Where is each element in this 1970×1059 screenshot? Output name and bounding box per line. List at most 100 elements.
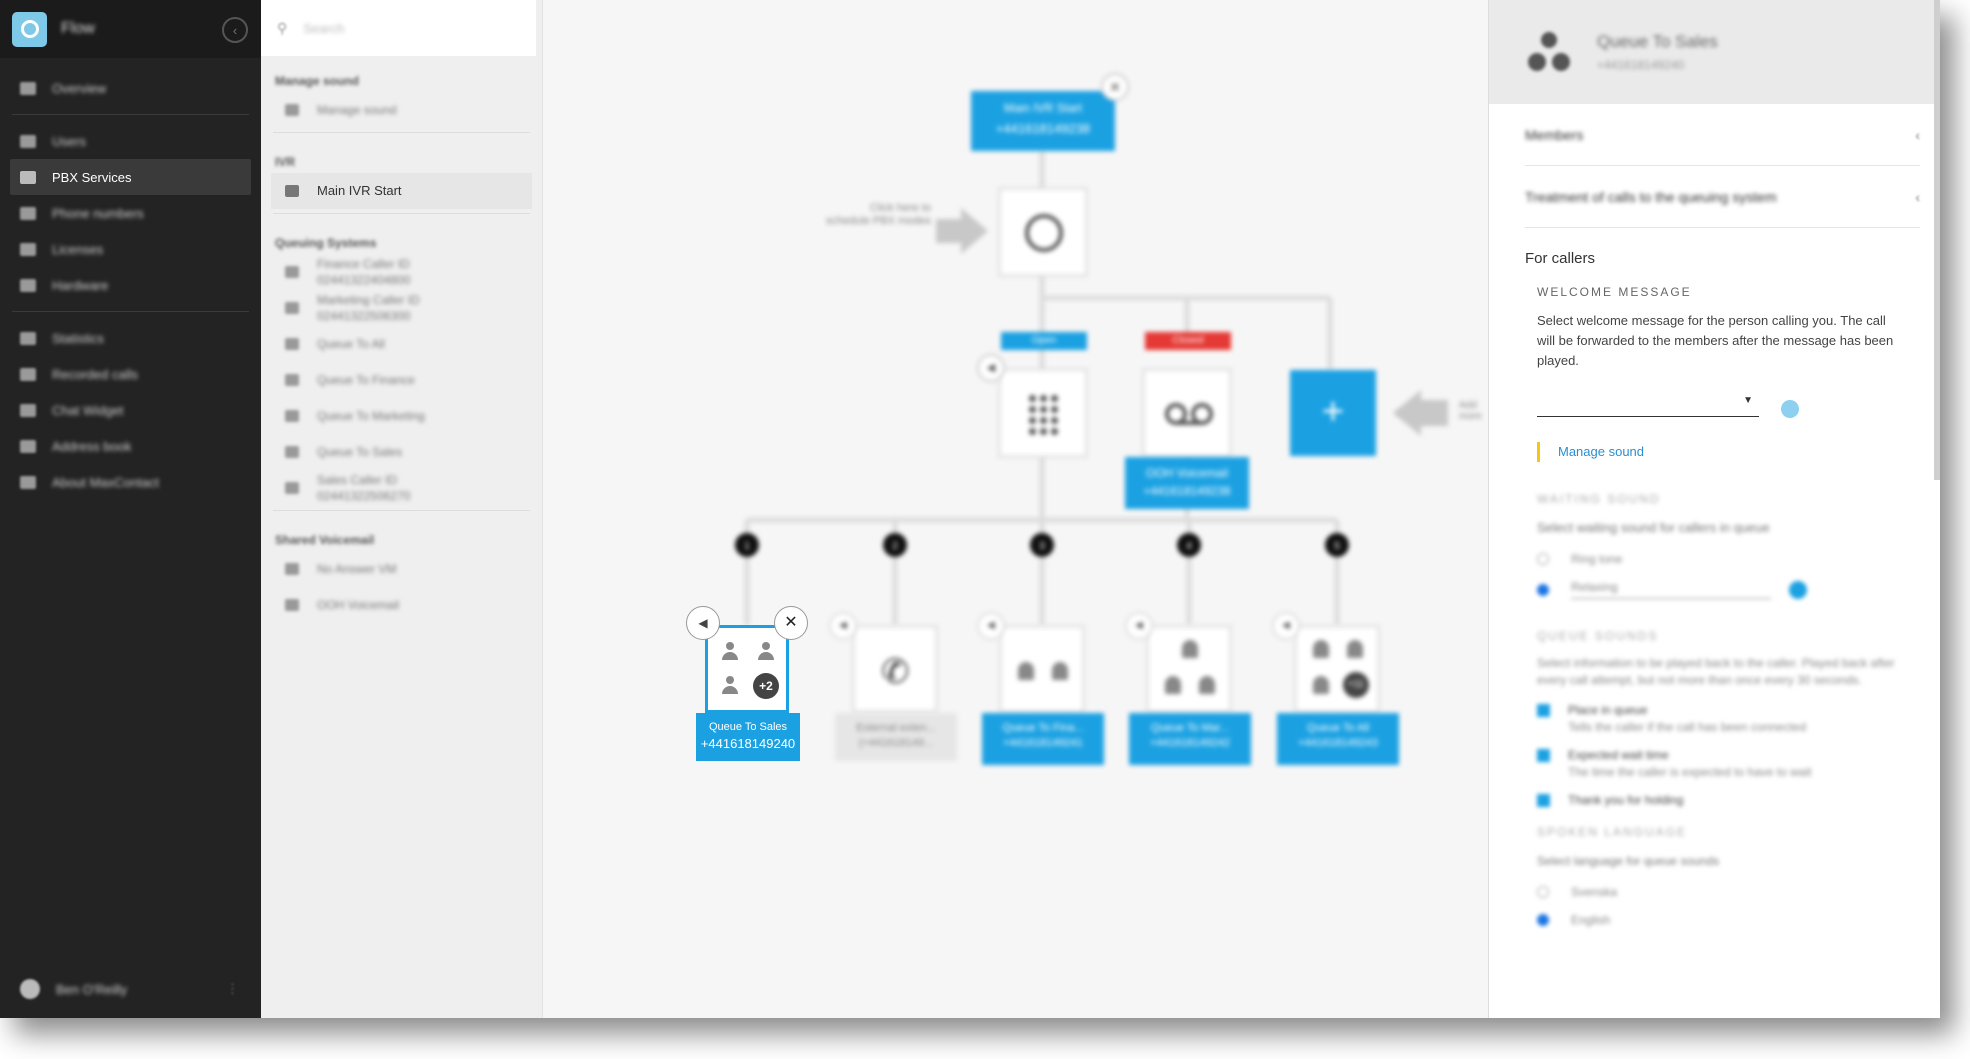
voicemail-icon (285, 563, 299, 575)
library-item-queue[interactable]: Marketing Caller ID 02441322506300 (271, 290, 532, 326)
more-options-icon[interactable]: ⋮ (226, 981, 239, 996)
welcome-sound-select[interactable]: ▼ (1537, 389, 1759, 417)
library-item-queue[interactable]: Sales Caller ID 02441322506270 (271, 470, 532, 506)
library-item-queue[interactable]: Queue To All (271, 326, 532, 362)
voicemail-node-label[interactable]: OOH Voicemail +441618149238 (1125, 457, 1249, 509)
search-input[interactable]: Search (303, 20, 345, 36)
close-icon[interactable]: ✕ (1101, 73, 1129, 101)
nav-item-address-book[interactable]: Address book (0, 428, 261, 464)
library-item-voicemail[interactable]: No Answer VM (271, 551, 532, 587)
queue-node[interactable]: +11 (1294, 625, 1380, 713)
waiting-text: Select waiting sound for callers in queu… (1537, 520, 1770, 535)
nav-item-chat-widget[interactable]: Chat Widget (0, 392, 261, 428)
radio-button[interactable] (1537, 553, 1549, 565)
nav-item-about[interactable]: About MaxContact (0, 464, 261, 500)
clock-icon (1025, 214, 1063, 252)
queue-icon (285, 446, 299, 458)
nav-item-pbx-services[interactable]: PBX Services (10, 159, 251, 195)
waiting-option-ringtone[interactable]: Ring tone (1537, 552, 1900, 566)
section-treatment[interactable]: Treatment of calls to the queuing system… (1525, 166, 1920, 228)
queue-node[interactable] (999, 625, 1085, 713)
avatar (20, 979, 40, 999)
voicemail-node[interactable] (1142, 368, 1232, 458)
external-node-label[interactable]: External exten... (+441618149... (835, 713, 957, 761)
sound-icon[interactable]: ◀ (1125, 612, 1153, 640)
member-count-badge: +11 (1343, 672, 1369, 698)
queue-node[interactable] (1146, 625, 1232, 713)
music-note-icon (285, 104, 299, 116)
library-item-queue[interactable]: Queue To Sales (271, 434, 532, 470)
user-name: Ben O'Reilly (56, 981, 128, 997)
library-divider (273, 213, 530, 214)
language-option-svenska[interactable]: Svenska (1537, 885, 1900, 899)
library-item-queue[interactable]: Queue To Finance (271, 362, 532, 398)
waiting-option-relaxing[interactable]: Relaxing (1537, 580, 1900, 599)
digit-label: 2 (892, 541, 898, 552)
library-item-queue[interactable]: Queue To Marketing (271, 398, 532, 434)
collapse-nav-icon[interactable]: ‹ (222, 17, 248, 43)
queue-icon (285, 410, 299, 422)
ivr-start-node[interactable]: Main IVR Start +441618149238 (971, 91, 1115, 151)
play-icon[interactable] (1781, 400, 1800, 418)
library-item-main-ivr[interactable]: Main IVR Start (271, 173, 532, 209)
nav-item-hardware[interactable]: Hardware (0, 267, 261, 303)
flow-connectors: 1 2 3 4 5 (735, 150, 1448, 625)
nav-item-users[interactable]: Users (0, 123, 261, 159)
sound-icon[interactable]: ◀ (686, 606, 720, 640)
flow-canvas[interactable]: 1 2 3 4 5 Main IVR Start +441618149238 ✕… (543, 0, 1488, 1018)
voicemail-icon (1165, 403, 1213, 425)
queue-node-label[interactable]: Queue To Fina... +441618149241 (982, 713, 1104, 765)
schedule-node[interactable] (998, 187, 1088, 277)
queue-icon (285, 302, 299, 314)
external-node[interactable]: ✆ (852, 625, 938, 713)
app-logo[interactable] (12, 11, 47, 47)
group-heading-queuing: Queuing Systems (275, 236, 377, 250)
library-item-manage-sound[interactable]: Manage sound (271, 92, 532, 128)
library-search[interactable]: ⚲ Search (261, 0, 536, 56)
queue-node-label[interactable]: Queue To Sales +441618149240 (696, 713, 800, 761)
component-library: ⚲ Search Manage sound Manage sound IVR M… (261, 0, 543, 1018)
library-item-voicemail[interactable]: OOH Voicemail (271, 587, 532, 623)
sound-icon[interactable]: ◀ (1272, 612, 1300, 640)
panel-scrollbar[interactable] (1934, 0, 1940, 480)
digit-label: 3 (1039, 541, 1045, 552)
queue-icon (285, 338, 299, 350)
sound-icon[interactable]: ◀ (977, 354, 1005, 382)
checkbox[interactable] (1537, 704, 1550, 717)
ivr-menu-node[interactable] (998, 368, 1088, 458)
properties-panel: Queue To Sales +441618149240 Members ‹ T… (1488, 0, 1940, 1018)
language-option-english[interactable]: English (1537, 913, 1900, 927)
checkbox[interactable] (1537, 794, 1550, 807)
queue-node-label[interactable]: Queue To Mar... +441618149242 (1129, 713, 1251, 765)
nav-item-recorded-calls[interactable]: Recorded calls (0, 356, 261, 392)
radio-button[interactable] (1537, 914, 1549, 926)
section-members[interactable]: Members ‹ (1525, 104, 1920, 166)
library-item-queue[interactable]: Finance Caller ID 02441322404800 (271, 254, 532, 290)
chevron-left-icon: ‹ (1915, 126, 1920, 143)
queue-node-selected[interactable]: +2 (705, 625, 789, 713)
queue-node-label[interactable]: Queue To All +441618149243 (1277, 713, 1399, 765)
add-node-button[interactable]: + (1290, 370, 1376, 456)
play-icon[interactable] (1789, 580, 1807, 599)
check-thank-you[interactable]: Thank you for holding (1537, 793, 1900, 807)
for-callers-heading: For callers (1525, 250, 1596, 267)
nav-item-licenses[interactable]: Licenses (0, 231, 261, 267)
member-count-badge: +2 (753, 673, 779, 699)
person-icon (1347, 640, 1363, 658)
queue-sounds-title: QUEUE SOUNDS (1537, 629, 1659, 643)
radio-button[interactable] (1537, 583, 1549, 596)
sitemap-icon (20, 170, 36, 184)
sound-icon[interactable]: ◀ (829, 612, 857, 640)
user-menu[interactable]: Ben O'Reilly ⋮ (0, 960, 261, 1018)
manage-sound-link[interactable]: Manage sound (1537, 442, 1900, 462)
sound-icon[interactable]: ◀ (977, 612, 1005, 640)
close-icon[interactable]: ✕ (774, 606, 808, 640)
checkbox[interactable] (1537, 749, 1550, 762)
radio-button[interactable] (1537, 886, 1549, 898)
nav-item-phone-numbers[interactable]: Phone numbers (0, 195, 261, 231)
nav-item-overview[interactable]: Overview (0, 70, 261, 106)
nav-item-statistics[interactable]: Statistics (0, 320, 261, 356)
person-icon (1313, 676, 1329, 694)
